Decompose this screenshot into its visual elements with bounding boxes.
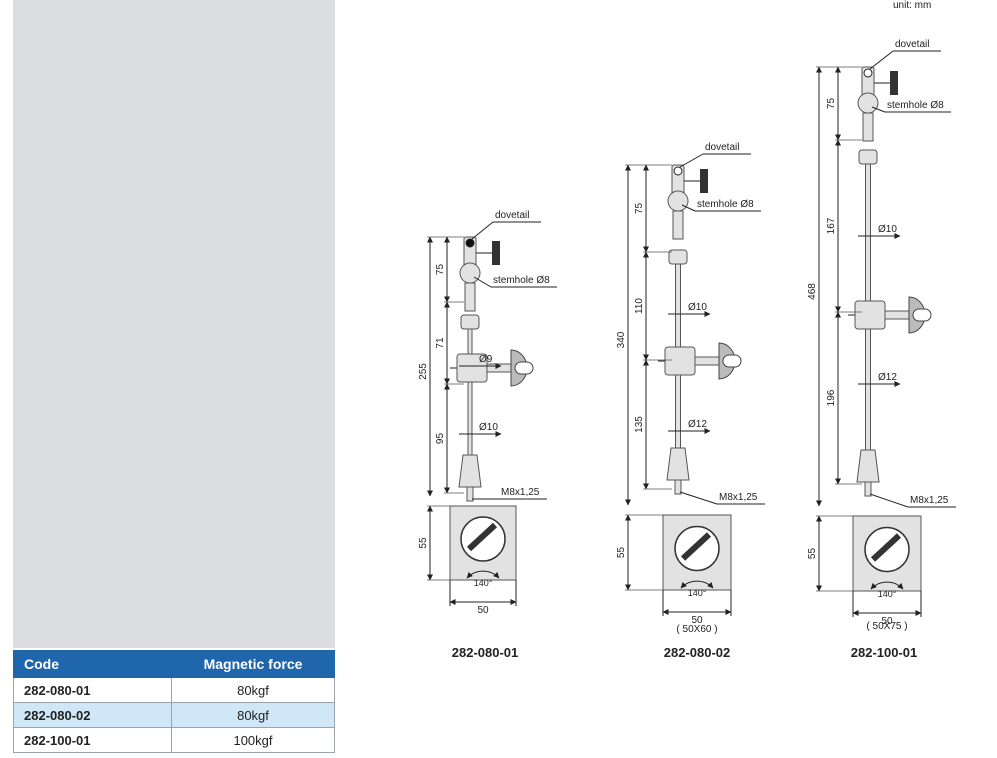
table-row: 282-100-01 100kgf [13, 727, 335, 753]
total-height-label: 468 [807, 283, 818, 300]
diameter-label: Ø12 [688, 419, 707, 430]
lower-mount [666, 447, 690, 481]
segment-dim-label: 167 [826, 217, 837, 234]
fine-adjust-arm [862, 112, 874, 142]
cell-force: 100kgf [171, 727, 335, 753]
mount-stud [864, 481, 872, 497]
stemhole-clamp [667, 190, 689, 212]
segment-dim-label: 71 [435, 337, 446, 349]
thread-callout: M8x1,25 [719, 492, 758, 503]
spec-table: Code Magnetic force 282-080-01 80kgf 282… [13, 650, 335, 753]
diameter-label: Ø9 [479, 354, 493, 365]
center-clamp [854, 300, 886, 330]
stemhole-clamp [459, 262, 481, 284]
fine-adjust-arm [672, 210, 684, 240]
switch-handle [680, 532, 712, 561]
diameter-label: Ø10 [688, 302, 707, 313]
segment-dim-label: 110 [634, 298, 645, 314]
cell-force: 80kgf [171, 702, 335, 728]
dovetail-pin [465, 238, 475, 248]
angle-arc [680, 580, 714, 589]
diameter-label: Ø10 [878, 224, 897, 235]
stemhole-callout: stemhole Ø8 [697, 199, 754, 210]
thread-callout: M8x1,25 [501, 487, 540, 498]
base-size-label: ( 50X60 ) [676, 624, 717, 635]
angle-arc [870, 581, 904, 590]
segment-dim-label: 95 [435, 433, 446, 445]
unit-label: unit: mm [893, 0, 932, 11]
dovetail-pin [863, 68, 873, 78]
segment-dim-label: 75 [435, 264, 446, 276]
mount-stud [466, 486, 474, 502]
clamp-screw-knob [890, 71, 898, 95]
product-photo-panel [13, 0, 335, 648]
base-height-label: 55 [616, 547, 627, 559]
cell-code: 282-100-01 [13, 727, 172, 753]
base-width-label: 50 [477, 605, 489, 616]
stemhole-callout: stemhole Ø8 [887, 100, 944, 111]
spec-table-header: Code Magnetic force [13, 650, 335, 678]
header-magnetic-force: Magnetic force [171, 650, 335, 678]
upper-joint [858, 149, 878, 165]
mount-stud [674, 479, 682, 495]
stemhole-clamp [857, 92, 879, 114]
clamp-screw-knob [700, 169, 708, 193]
angle-arc [466, 570, 500, 579]
stemhole-callout: stemhole Ø8 [493, 275, 550, 286]
angle-label: 140° [474, 578, 493, 588]
cell-code: 282-080-02 [13, 702, 172, 728]
dovetail-callout: dovetail [895, 39, 929, 50]
upper-joint [460, 314, 480, 330]
cell-force: 80kgf [171, 677, 335, 703]
segment-dim-label: 75 [826, 98, 837, 110]
lower-mount [856, 449, 880, 483]
segment-dim-label: 75 [634, 203, 645, 215]
arm-rod [467, 328, 473, 456]
model-label: 282-080-01 [452, 645, 519, 660]
total-height-label: 340 [616, 331, 627, 348]
dovetail-callout: dovetail [705, 142, 739, 153]
clamp-screw-knob [492, 241, 500, 265]
segment-dim-label: 196 [826, 389, 837, 406]
diameter-label: Ø12 [878, 372, 897, 383]
base-height-label: 55 [418, 537, 429, 549]
total-height-label: 255 [418, 363, 429, 380]
model-label: 282-100-01 [851, 645, 918, 660]
dovetail-pin [673, 166, 683, 176]
segment-dim-label: 135 [634, 416, 645, 433]
base-width-label: 50 [881, 616, 893, 627]
angle-label: 140° [878, 589, 897, 599]
angle-label: 140° [688, 588, 707, 598]
switch-handle [870, 533, 902, 562]
fine-adjust-arm [464, 282, 476, 312]
table-row: 282-080-02 80kgf [13, 702, 335, 728]
dovetail-callout: dovetail [495, 210, 529, 221]
header-code: Code [13, 650, 172, 678]
thread-callout: M8x1,25 [910, 495, 949, 506]
base-size-label: ( 50X75 ) [866, 621, 907, 632]
model-label: 282-080-02 [664, 645, 731, 660]
base-height-label: 55 [807, 548, 818, 560]
center-clamp [664, 346, 696, 376]
lower-mount [458, 454, 482, 488]
base-width-label: 50 [691, 615, 703, 626]
switch-handle [466, 522, 498, 552]
diameter-label: Ø10 [479, 422, 498, 433]
